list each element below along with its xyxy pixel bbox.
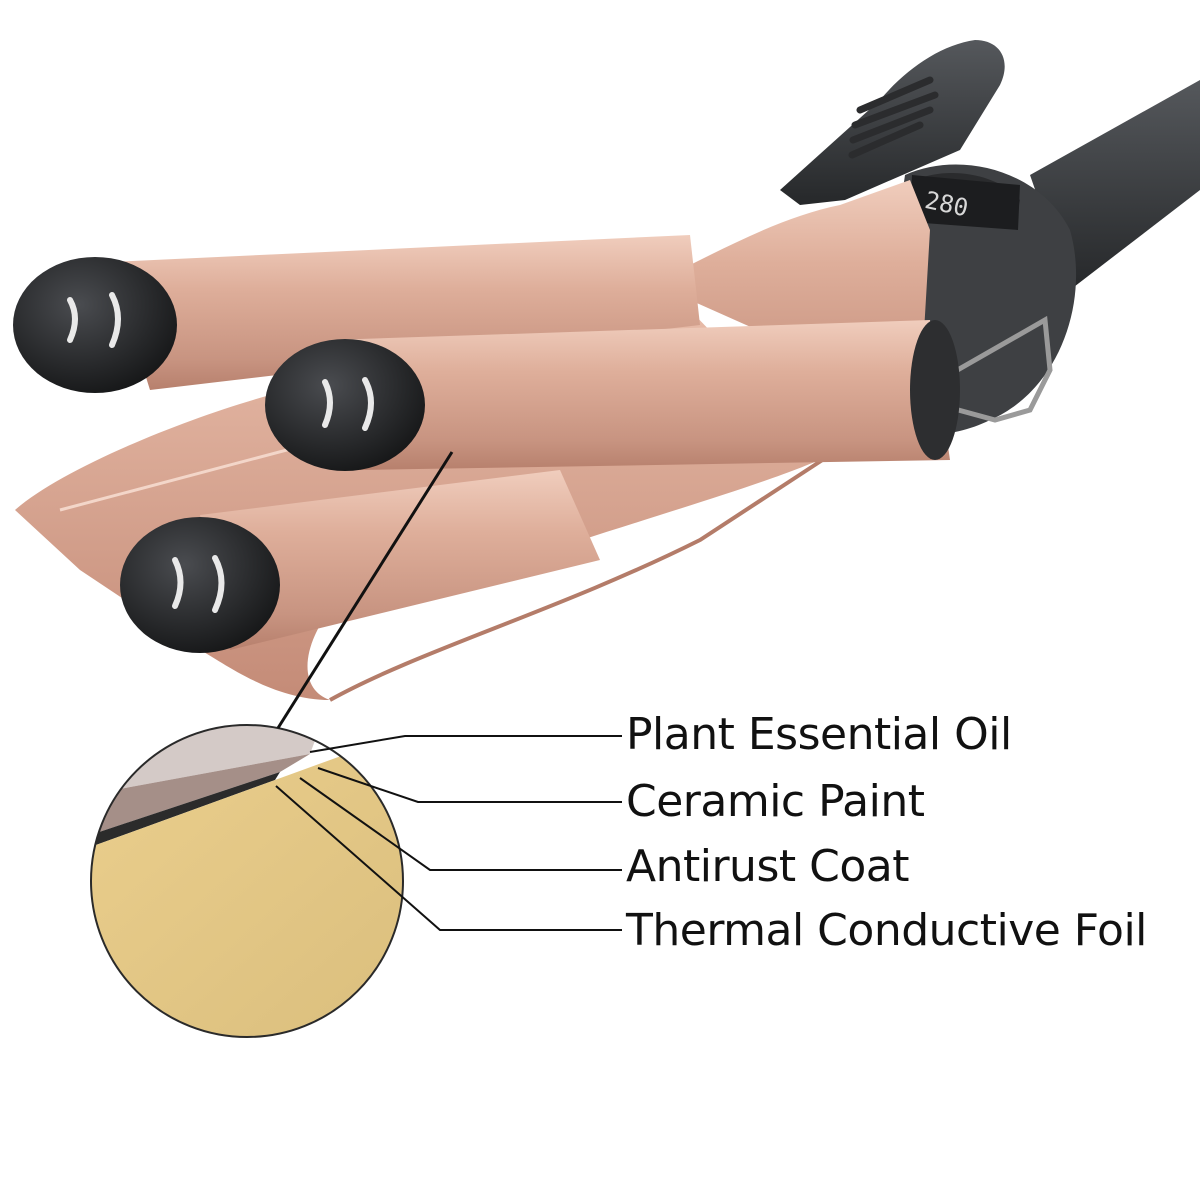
barrel-back (13, 235, 700, 393)
barrel-middle (265, 320, 960, 471)
layer-label-ceramic-paint: Ceramic Paint (626, 776, 925, 827)
cross-section-magnifier (90, 724, 404, 1038)
magnifier-leader-line (276, 451, 454, 729)
wire-stand (938, 315, 1053, 423)
callout-lines (275, 735, 622, 931)
layer-label-antirust-coat: Antirust Coat (626, 841, 909, 892)
temperature-display: 280 (910, 175, 1020, 230)
layer-label-thermal-conductive-foil: Thermal Conductive Foil (626, 905, 1147, 956)
clamp-lever (780, 40, 1005, 205)
barrel-front (120, 470, 600, 653)
layer-label-plant-essential-oil: Plant Essential Oil (626, 709, 1012, 760)
